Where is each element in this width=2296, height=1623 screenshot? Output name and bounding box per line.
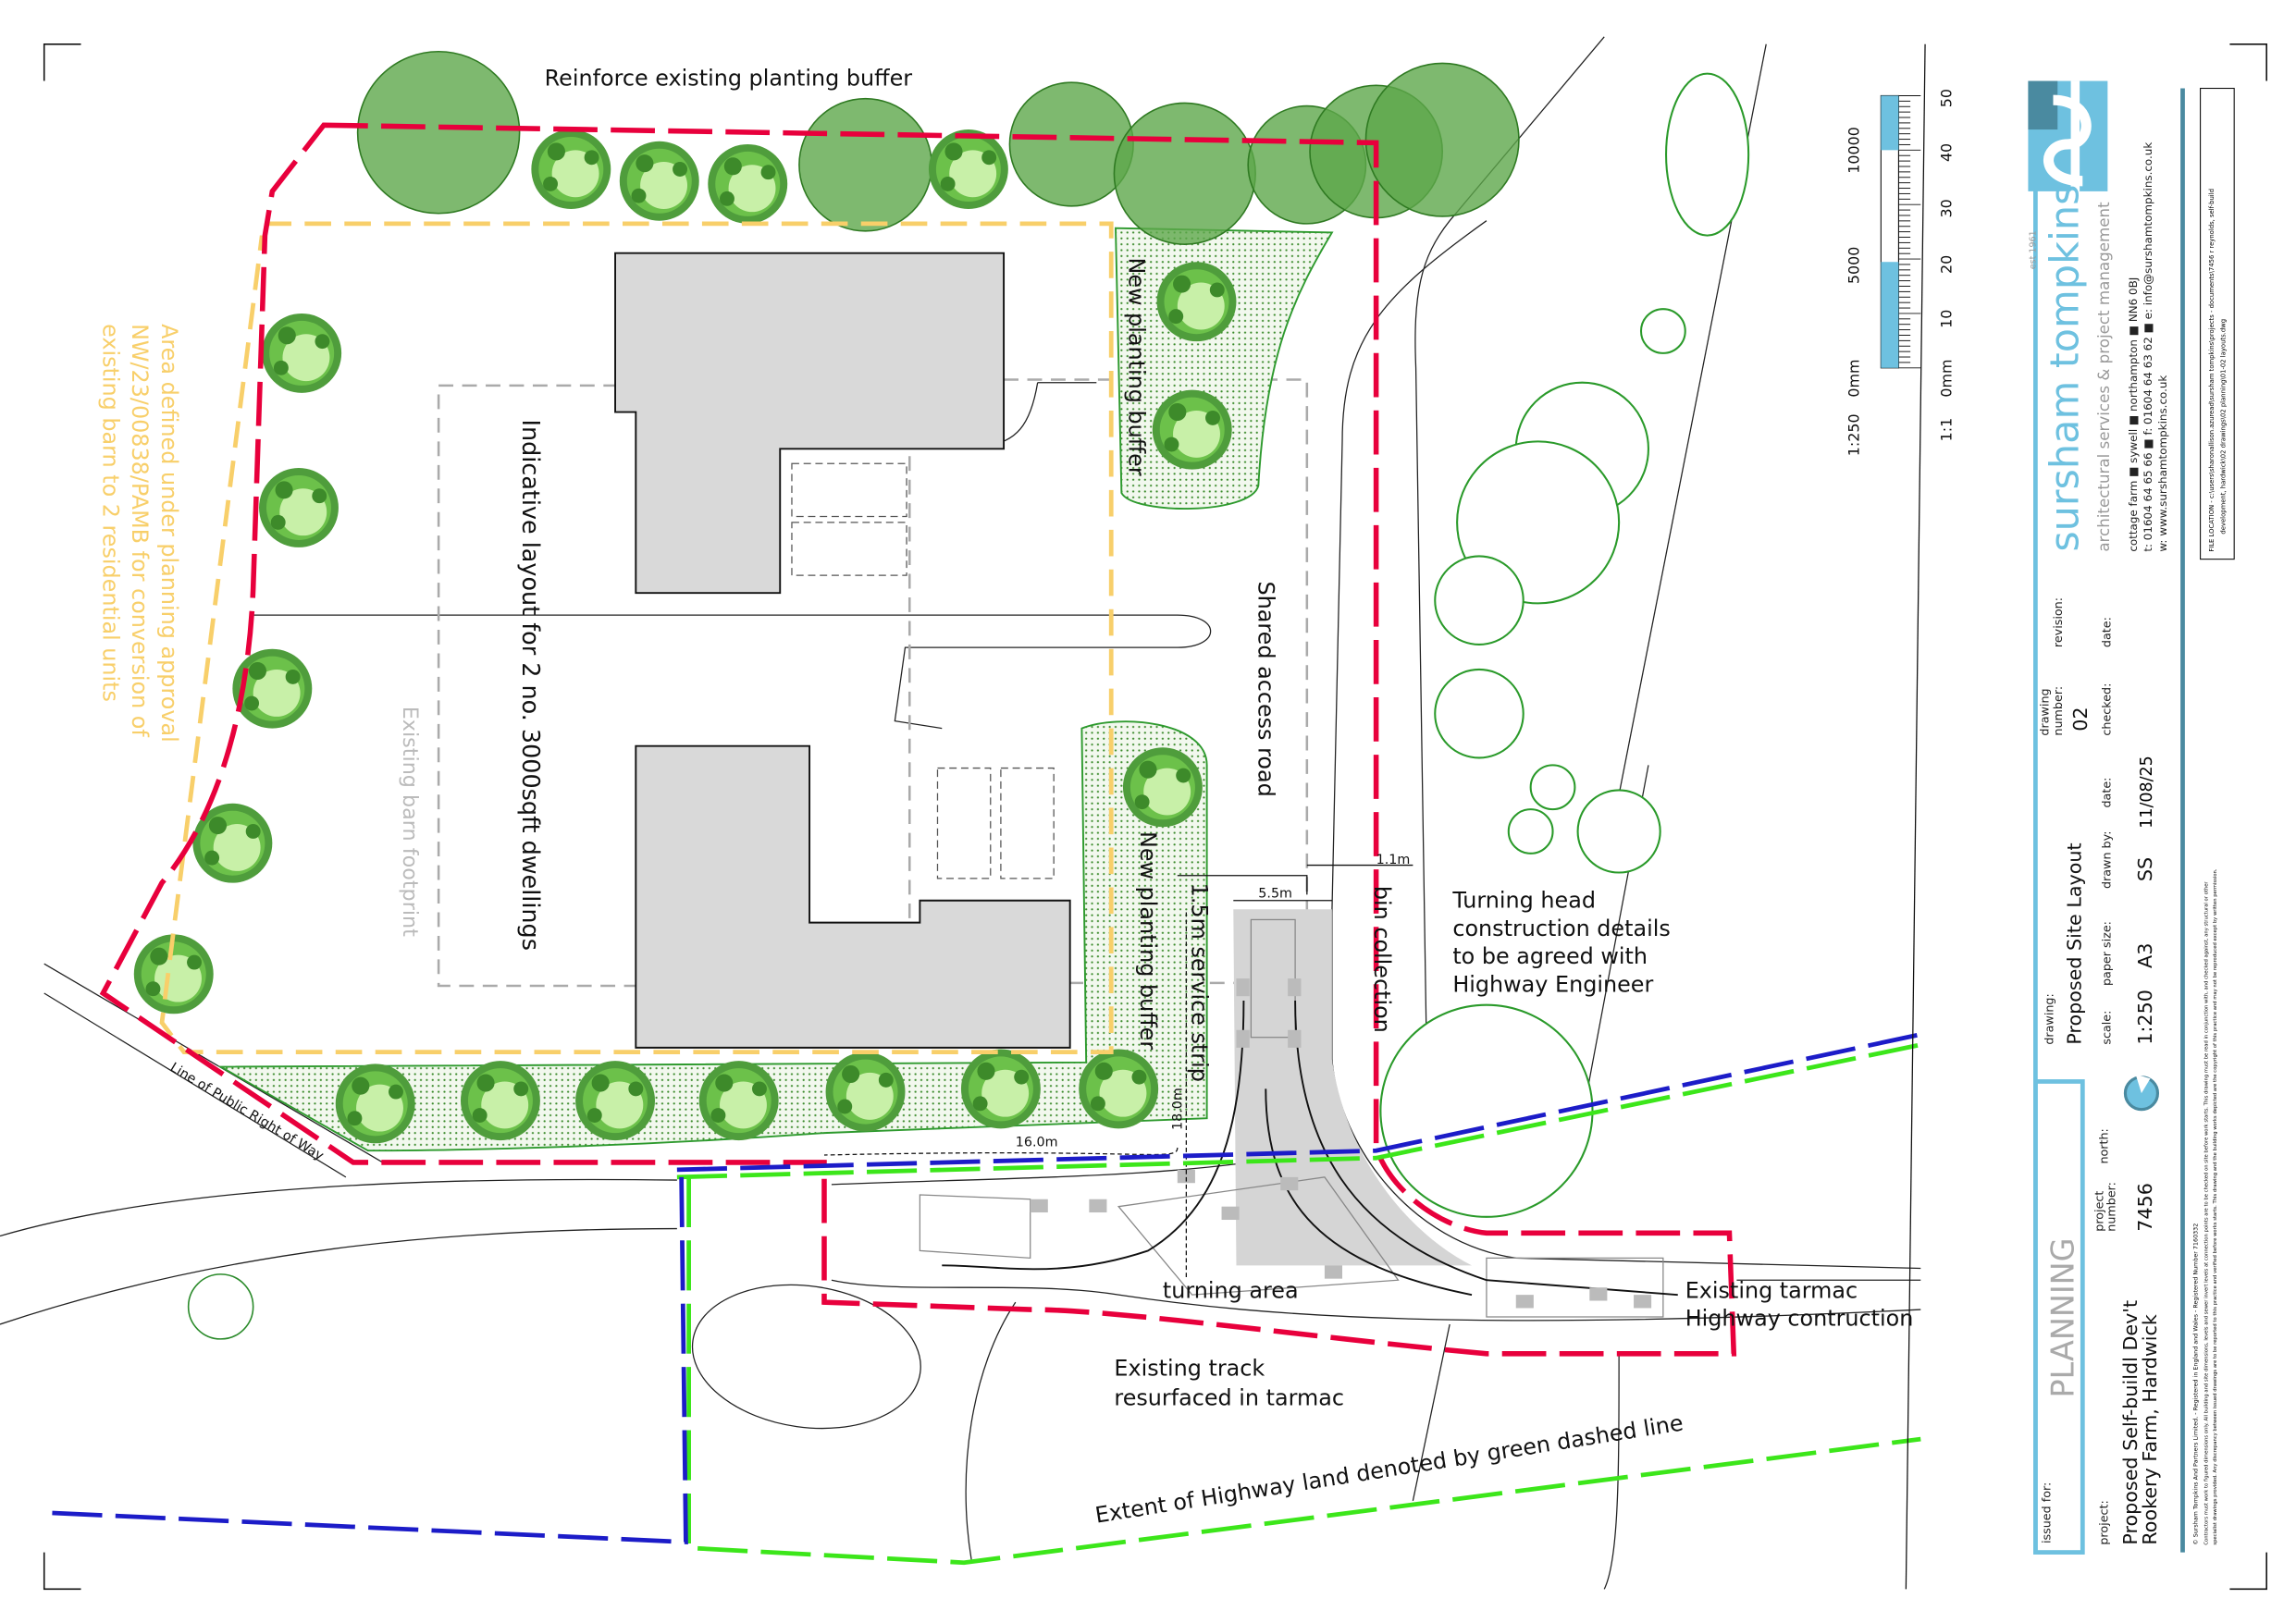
drawing-number-label-2: number:: [2051, 686, 2065, 736]
company-est: est 1961: [2028, 230, 2038, 269]
drawn-by-label: drawn by:: [2100, 830, 2114, 889]
highway-boundary: [43, 1032, 1921, 1566]
label-turning-head-2: construction details: [1452, 916, 1670, 941]
company-tagline: architectural services & project managem…: [2094, 202, 2113, 552]
paper-size-label: paper size:: [2100, 921, 2114, 986]
company-web: w: www.surshamtompkins.co.uk: [2156, 375, 2169, 552]
north-arrow-icon: [2123, 1074, 2160, 1112]
project-line-2: Rookery Farm, Hardwick: [2139, 1314, 2161, 1545]
drawing-number: 02: [2069, 707, 2092, 731]
label-highway-extent: Extent of Highway land denoted by green …: [1093, 1409, 1685, 1528]
label-turning-area: turning area: [1163, 1277, 1299, 1303]
label-turning-head-1: Turning head: [1451, 888, 1596, 914]
revision-date-label: date:: [2100, 617, 2114, 647]
file-location-1: FILE LOCATION - c:\users\sharonallison.a…: [2208, 189, 2216, 552]
scale-value: 1:250: [2134, 990, 2156, 1045]
label-bin-collection: bin collection: [1369, 886, 1395, 1033]
label-tarmac-2: Highway contruction: [1685, 1306, 1914, 1332]
scale-label-0mm: 0mm: [1845, 360, 1862, 398]
company-address: cottage farm ■ sywell ■ northampton ■ NN…: [2127, 277, 2140, 552]
company-logo: [2028, 80, 2108, 191]
scale-label-10: 10: [1938, 310, 1956, 328]
label-planting-buffer-bottom: New planting buffer: [1135, 831, 1161, 1050]
proposed-dwellings: [614, 252, 1071, 1049]
scale-label-40: 40: [1938, 143, 1956, 162]
scale-label-0mm-1-1: 0mm: [1938, 360, 1956, 398]
dimension-5-5m: 5.5m: [1258, 887, 1292, 902]
scale-label-1-250: 1:250: [1845, 413, 1862, 456]
checked-label: checked:: [2100, 683, 2114, 736]
scale-label-1-1: 1:1: [1938, 418, 1956, 442]
company-phone: t: 01604 64 65 66 ■ f: 01604 64 63 62 ■ …: [2142, 142, 2154, 552]
label-turning-head-3: to be agreed with: [1452, 943, 1648, 969]
date-value: 11/08/25: [2138, 756, 2156, 829]
label-indicative-layout: Indicative layout for 2 no. 3000sqft dwe…: [516, 419, 544, 950]
scale-label-20: 20: [1938, 255, 1956, 274]
scale-label-10000: 10000: [1845, 127, 1862, 174]
company-name: sursham tompkins: [2043, 185, 2089, 552]
project-number: 7456: [2134, 1183, 2156, 1232]
drawing-title: Proposed Site Layout: [2064, 842, 2086, 1044]
label-track-2: resurfaced in tarmac: [1114, 1384, 1344, 1410]
label-reinforce-buffer: Reinforce existing planting buffer: [545, 65, 913, 91]
label-service-strip: 1.5m service strip: [1187, 883, 1213, 1082]
label-area-line-2: NW/23/00838/PAMB for conversion of: [127, 324, 153, 737]
project-number-label-2: number:: [2104, 1182, 2117, 1232]
label-planting-buffer-top: New planting buffer: [1123, 257, 1149, 475]
scale-bar: 10000 5000 0mm 1:250 50 40 30 20 10 0mm …: [1845, 43, 1956, 1590]
copyright-2: Contractors must work to figured dimensi…: [2204, 881, 2210, 1545]
label-turning-head-4: Highway Engineer: [1452, 971, 1653, 997]
project-number-label-1: project: [2092, 1191, 2106, 1232]
title-block: sursham tompkins est 1961 architectural …: [2028, 80, 2235, 1555]
drawing-label: drawing:: [2042, 993, 2055, 1044]
label-area-line-1: Area defined under planning approval: [156, 324, 182, 743]
dimension-16m: 16.0m: [1016, 1135, 1058, 1150]
dimension-1-1m: 1.1m: [1376, 853, 1411, 867]
project-line-1: Proposed Self-buildl Dev't: [2119, 1300, 2142, 1545]
drawing-number-label-1: drawing: [2038, 688, 2052, 735]
label-barn-footprint: Existing barn footprint: [398, 707, 422, 937]
dwelling-2: [635, 744, 1071, 1049]
label-shared-access-road: Shared access road: [1253, 582, 1278, 797]
site-boundary-red: [99, 122, 1737, 1357]
label-tarmac-1: Existing tarmac: [1685, 1277, 1858, 1303]
north-label: north:: [2096, 1128, 2110, 1163]
dimension-18m: 18.0m: [1171, 1088, 1186, 1130]
scale-label: scale:: [2100, 1011, 2114, 1045]
existing-tree-outline: [187, 1273, 254, 1340]
turning-area: [823, 864, 1678, 1318]
paper-size-value: A3: [2134, 943, 2156, 968]
scale-label-50: 50: [1938, 89, 1956, 107]
pond: [691, 1284, 921, 1430]
copyright-3: specialist drawings provided. Any discre…: [2213, 868, 2218, 1545]
sheet-corner-marks: [43, 43, 2267, 1591]
existing-outline-trees: [1379, 72, 1750, 1218]
scale-label-30: 30: [1938, 199, 1956, 217]
label-area-line-3: existing barn to 2 residential units: [97, 324, 123, 702]
issued-for-value: PLANNING: [2045, 1237, 2081, 1397]
project-label: project:: [2096, 1500, 2110, 1544]
drawn-by-value: SS: [2134, 857, 2156, 881]
copyright-1: © Sursham Tompkins And Partners Limited.…: [2191, 1223, 2199, 1545]
revision-label: revision:: [2051, 597, 2065, 647]
dwelling-1: [614, 252, 1006, 595]
date-label: date:: [2100, 778, 2114, 808]
scale-label-5000: 5000: [1845, 247, 1862, 284]
label-track-1: Existing track: [1114, 1356, 1265, 1382]
file-location-2: development, hardwick\02 drawings\02 pla…: [2220, 319, 2228, 535]
issued-for-label: issued for:: [2039, 1482, 2053, 1543]
